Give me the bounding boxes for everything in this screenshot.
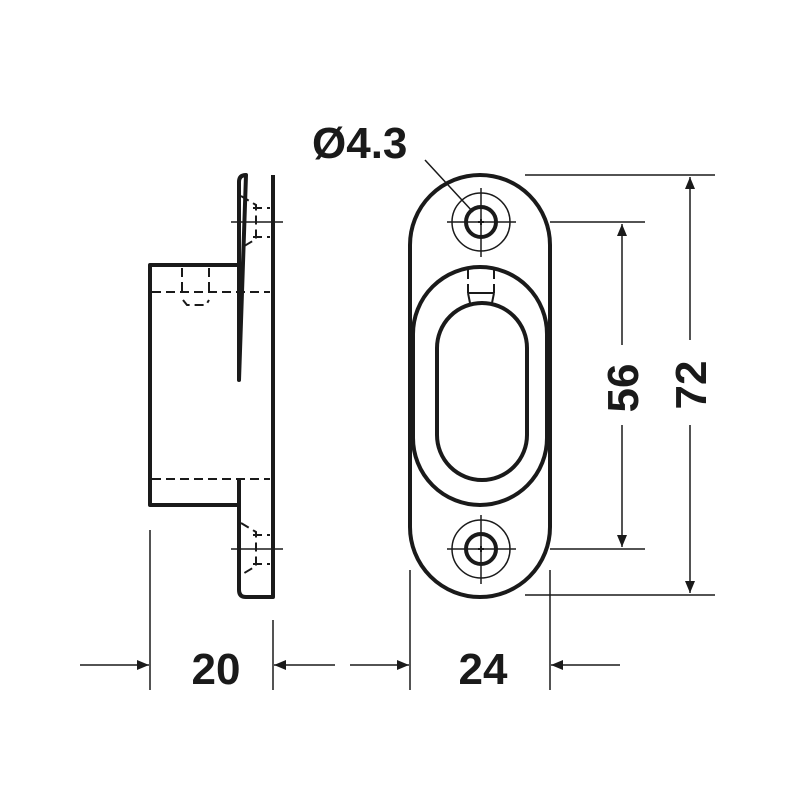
front-view [408, 159, 552, 599]
dimension-56 [550, 221, 645, 550]
slot-edge [467, 292, 495, 304]
front-width-label: 24 [459, 645, 508, 694]
mounting-hole-top [447, 188, 516, 257]
hidden-slot-front [467, 270, 495, 293]
hidden-slot [181, 268, 210, 306]
overall-height-label: 72 [667, 361, 716, 410]
dimension-72 [525, 174, 715, 596]
diameter-leader [424, 159, 474, 213]
dimension-20 [80, 530, 335, 690]
side-flange [237, 173, 275, 599]
side-view [148, 173, 283, 599]
mounting-hole-bottom [447, 515, 516, 584]
ring-inner [435, 301, 529, 482]
hole-diameter-label: Ø4.3 [312, 119, 407, 168]
side-body [148, 263, 241, 507]
dimension-24 [350, 570, 620, 690]
outer-plate [408, 173, 552, 599]
hole-spacing-label: 56 [599, 364, 648, 413]
side-depth-label: 20 [192, 645, 241, 694]
ring-outer [411, 265, 549, 507]
